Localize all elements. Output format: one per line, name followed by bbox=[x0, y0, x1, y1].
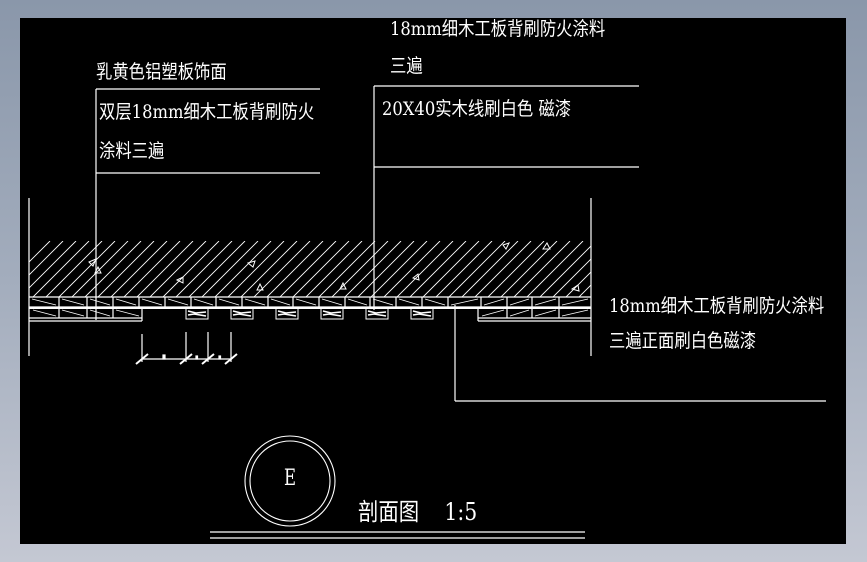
plywood-layer-right bbox=[477, 308, 591, 322]
center-note-frame bbox=[373, 85, 639, 310]
plywood-grain-top bbox=[31, 298, 589, 306]
plywood-layer-top bbox=[29, 296, 591, 308]
wall-boundaries bbox=[28, 198, 592, 356]
annotation-right-note-line1: 18mm细木工板背刷防火涂料 bbox=[609, 295, 825, 317]
annotation-right-note-line2: 三遍正面刷白色磁漆 bbox=[609, 330, 757, 352]
aggregate-marks bbox=[88, 242, 580, 292]
section-title: 剖面图 1:5 bbox=[358, 492, 477, 527]
annotation-center-note: 20X40实木线刷白色 磁漆 bbox=[382, 98, 572, 120]
concrete-hatch bbox=[29, 241, 591, 297]
section-title-text: 剖面图 bbox=[358, 498, 420, 526]
annotation-left-note-line1: 双层18mm细木工板背刷防火 bbox=[99, 101, 315, 123]
section-marker-circle bbox=[244, 435, 336, 527]
section-marker-letter: E bbox=[284, 466, 297, 491]
right-note-leader bbox=[454, 305, 826, 402]
plywood-layer-left bbox=[29, 308, 143, 322]
annotation-top-left-heading: 乳黄色铝塑板饰面 bbox=[96, 61, 227, 83]
cad-viewport[interactable]: 乳黄色铝塑板饰面 双层18mm细木工板背刷防火 涂料三遍 18mm细木工板背刷防… bbox=[20, 18, 846, 544]
dimension-line bbox=[135, 332, 238, 365]
annotation-top-center-line1: 18mm细木工板背刷防火涂料 bbox=[390, 18, 606, 40]
cad-drawing bbox=[28, 85, 826, 539]
wood-strips bbox=[185, 307, 434, 320]
left-note-frame bbox=[95, 88, 320, 320]
annotation-left-note-line2: 涂料三遍 bbox=[99, 140, 165, 162]
annotation-top-center-line2: 三遍 bbox=[390, 55, 423, 77]
title-underline bbox=[210, 531, 585, 539]
section-scale: 1:5 bbox=[444, 498, 478, 526]
